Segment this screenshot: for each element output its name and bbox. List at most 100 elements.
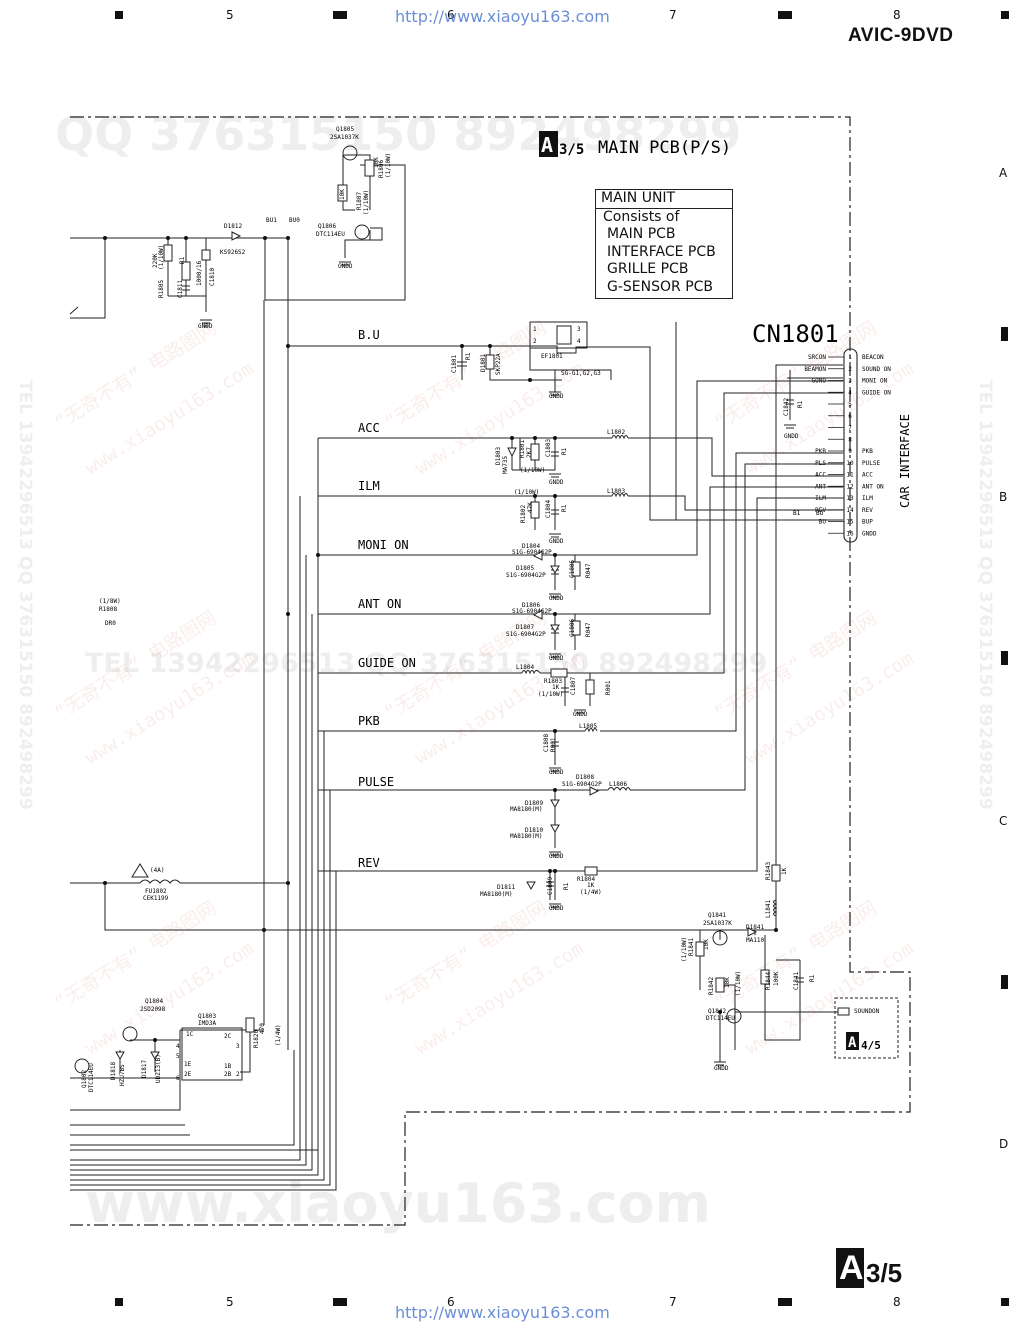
r1806-rating: (1/10W) (385, 153, 392, 178)
row-letter-b: B (999, 490, 1008, 504)
column-number-6: 6 (447, 8, 455, 22)
block-badge: A 3/5 MAIN PCB(P/S) (539, 131, 731, 158)
connector-pin-number: 8 (848, 436, 852, 443)
d1810-ref: D1810 (525, 827, 543, 834)
registration-mark (1001, 1298, 1009, 1306)
c1803-ref: C1803 (545, 439, 552, 457)
gndd-label: GNDD (549, 853, 564, 860)
d1808-ref: D1808 (576, 774, 594, 781)
net-label-acc: ACC (358, 421, 380, 435)
column-number-8: 8 (893, 1295, 901, 1309)
c1801-value: R1 (465, 352, 472, 360)
ef1801-core (556, 325, 572, 345)
soundon-subblock (834, 997, 899, 1059)
watermark-layer: QQ 376315150 892498299 TEL 13942296513 Q… (15, 107, 995, 1235)
pcb-boundary (70, 116, 911, 1226)
r1804-ref: R1804 (577, 876, 595, 883)
diodes (115, 231, 758, 1061)
registration-mark (1001, 651, 1008, 665)
connector-pin-number: 12 (846, 483, 854, 490)
registration-mark (1001, 975, 1008, 989)
gndd-label: GNDD (338, 263, 353, 270)
d1808-type: S1G-6904G2P (562, 781, 602, 788)
d1807-ref: D1807 (516, 624, 534, 631)
d1817-type: UDZ13(B) (155, 1054, 162, 1083)
r1820-value: 470 (259, 1023, 266, 1034)
d1806-type: S1G-6904G2P (512, 608, 552, 615)
watermark-tel: TEL 13942296513 QQ 376315150 892498299 (85, 648, 767, 679)
registration-mark (115, 11, 123, 19)
fu1802-rating: (4A) (150, 867, 164, 874)
registration-mark (1001, 327, 1008, 341)
connector-pin-number: 14 (846, 507, 854, 514)
connector-pin-name: MONI ON (862, 378, 888, 385)
c1804-value: R1 (561, 504, 568, 512)
l1806-label: L1806 (609, 781, 627, 788)
footer-badge: A (836, 1248, 864, 1288)
c1807-ref: C1807 (570, 677, 577, 695)
row-letter-a: A (999, 166, 1008, 180)
block-title: MAIN PCB(P/S) (598, 138, 731, 158)
connector-pin-number: 9 (848, 448, 852, 455)
c1809-value: R1 (563, 882, 570, 890)
l1803-label: L1803 (607, 488, 625, 495)
column-number-8: 8 (893, 8, 901, 22)
connector-pin-net: ACC (815, 472, 826, 479)
ef-pin-2: 2 (533, 338, 537, 345)
ef1801-filter (529, 321, 588, 349)
gndd-label: GNDD (549, 769, 564, 776)
r1841-value: 10K (703, 939, 710, 950)
c1807-value: R001 (605, 680, 612, 695)
connector-pin-number: 3 (848, 378, 852, 385)
connector-pin-number: 10 (846, 460, 854, 467)
gndd-label: GNDD (198, 323, 213, 330)
connector-pin-number: 6 (848, 413, 852, 420)
block-badge-letter: A (541, 133, 553, 157)
r1843-value: 1K (781, 867, 788, 875)
connector-pin-net: BEAMON (804, 366, 826, 373)
c1841-ref: C1841 (793, 972, 800, 990)
r1805-ref: R1805 (158, 280, 165, 298)
bu0-label: BU0 (289, 217, 300, 224)
connector-pin-net: BU (819, 519, 827, 526)
connector-pin-number: 13 (846, 495, 854, 502)
c1842-value: R1 (797, 400, 804, 408)
q1803-pin-2c: 2C (224, 1033, 232, 1040)
c1805-value: R047 (585, 563, 592, 578)
r1820-ref: R1820 (253, 1030, 260, 1048)
d1817-ref: D1817 (141, 1060, 148, 1078)
r1807-value: 10K (339, 189, 346, 200)
r1801-rating: (1/10W) (520, 467, 545, 474)
gndd-label: GNDD (549, 479, 564, 486)
c1803-value: R1 (561, 447, 568, 455)
column-number-6: 6 (447, 1295, 455, 1309)
connector-pin-name: BUP (862, 519, 873, 526)
q1803-pin-6: 6 (176, 1075, 180, 1082)
q1841-ref: Q1841 (708, 912, 726, 919)
r1842-ref: R1842 (708, 977, 715, 995)
d1805-type: S1G-6904G2P (506, 572, 546, 579)
unit-item-interface-pcb: INTERFACE PCB (607, 243, 716, 260)
header-url-link[interactable]: http://www.xiaoyu163.com (395, 7, 610, 26)
gndd-label: GNDD (549, 538, 564, 545)
gndd-label: GNDD (784, 433, 799, 440)
r1804-rating: (1/4W) (580, 889, 602, 896)
ef-pin-4: 4 (577, 338, 581, 345)
bu1-label: BU1 (266, 217, 277, 224)
d1812-type: KS926S2 (220, 249, 246, 256)
watermark-cn: “无奇不有” 电路图网 (381, 317, 551, 434)
gndd-label: GNDD (549, 595, 564, 602)
connector-pin-name: PULSE (862, 460, 880, 467)
connector-pin-number: 16 (846, 530, 854, 537)
r1803-rating: (1/10W) (538, 691, 563, 698)
watermark-site: www.xiaoyu163.com (741, 358, 918, 480)
c1842-ref: C1842 (783, 398, 790, 416)
watermark-site: www.xiaoyu163.com (411, 938, 588, 1060)
c1811-ref: C1811 (177, 280, 184, 298)
footer-badge-fraction: 3/5 (866, 1258, 903, 1288)
q1805-type: 2SA1037K (330, 134, 359, 141)
footer-url-link[interactable]: http://www.xiaoyu163.com (395, 1303, 610, 1322)
registration-mark (778, 1298, 792, 1306)
column-number-5: 5 (226, 8, 234, 22)
